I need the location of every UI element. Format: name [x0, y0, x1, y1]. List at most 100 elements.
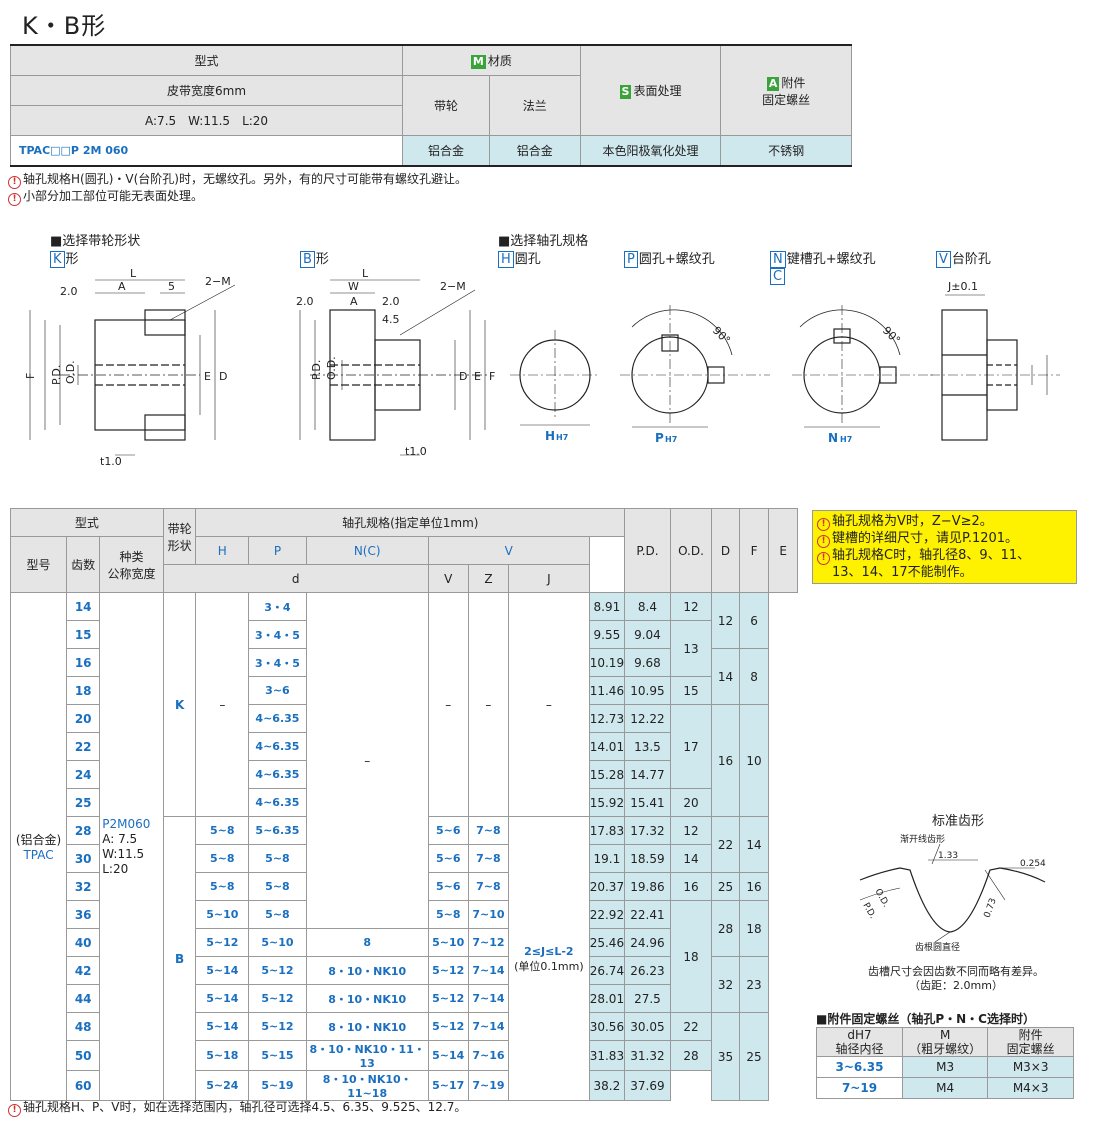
f-header: F [738, 508, 770, 593]
n-cell-dash: – [305, 592, 429, 929]
svg-text:O.D.: O.D. [64, 360, 77, 384]
kind-line: L:20 [102, 861, 129, 876]
p-cell: 3・4・5 [248, 620, 307, 649]
teeth-cell: 16 [66, 648, 101, 677]
e-cell: 18 [738, 900, 770, 957]
e-cell: 6 [738, 592, 770, 649]
yellow-notes: !轴孔规格为V时，Z−V≥2。 !键槽的详细尺寸，请见P.1201。 !轴孔规格… [812, 510, 1077, 584]
svg-text:D: D [219, 370, 227, 383]
e-cell: 8 [738, 648, 770, 705]
teeth-cell: 20 [66, 704, 101, 733]
kind-line: A: 7.5 [102, 831, 138, 846]
z-cell: 7~8 [467, 816, 510, 845]
tooth-profile-drawing: 渐开线齿形 1.33 0.254 0.73 P.D. O.D. 齿根圆直径 [859, 833, 1046, 953]
e-cell: 16 [738, 872, 770, 901]
material-tag: M [470, 55, 486, 69]
model-material: (铝合金) [15, 833, 62, 847]
teeth-cell: 25 [66, 788, 101, 817]
v-cell: 5~14 [427, 1040, 469, 1071]
od-cell: 18.59 [624, 844, 671, 873]
h-cell: 5~8 [195, 872, 250, 901]
v-cell-dash: – [427, 592, 469, 817]
d-cell: 14 [669, 844, 713, 873]
p-header: P [248, 536, 307, 565]
tooth-notes: 齿槽尺寸会因齿数不同而略有差异。 （齿距：2.0mm） [868, 965, 1044, 992]
svg-text:F: F [24, 373, 37, 379]
svg-text:F: F [489, 370, 495, 383]
n-cell: 8・10・NK10・11・13 [305, 1040, 429, 1071]
teeth-cell: 15 [66, 620, 101, 649]
caution-icon: ! [817, 552, 830, 565]
n-cell: 8・10・NK10 [305, 956, 429, 985]
model-header: 型号 [9, 536, 68, 593]
d-cell: 12 [669, 592, 713, 621]
svg-text:L: L [362, 267, 369, 280]
z-cell: 7~8 [467, 844, 510, 873]
od-cell: 26.23 [624, 956, 671, 985]
bore-section-title: ■选择轴孔规格 [498, 234, 589, 249]
kind-line: P2M060 [102, 816, 151, 831]
pd-cell: 12.73 [588, 704, 626, 733]
p-cell: 4~6.35 [248, 704, 307, 733]
pulley-material: 铝合金 [402, 135, 490, 167]
svg-text:0.73: 0.73 [983, 897, 999, 919]
v-cell: 5~17 [427, 1070, 469, 1101]
svg-text:E: E [474, 370, 481, 383]
h-cell: 5~18 [195, 1040, 250, 1071]
screw-d-2: 7~19 [816, 1077, 903, 1099]
f-cell: 12 [711, 592, 740, 649]
z-cell: 7~10 [467, 900, 510, 929]
od-cell: 27.5 [624, 984, 671, 1013]
od-cell: 31.32 [624, 1040, 671, 1071]
svg-text:D: D [459, 370, 467, 383]
j-cell: 2≤J≤L-2(单位0.1mm) [508, 816, 590, 1101]
f-cell: 16 [711, 704, 740, 817]
v-bore-drawing [930, 294, 1060, 441]
screw-m-1: M3 [901, 1056, 989, 1078]
svg-text:90°: 90° [710, 324, 733, 347]
j-sub-header: J [508, 564, 590, 593]
p-cell: 5~19 [248, 1070, 307, 1101]
p-cell: 3・4・5 [248, 648, 307, 677]
h-cell-dash: – [195, 592, 250, 817]
d-cell: 20 [669, 788, 713, 817]
d-cell: 28 [669, 1040, 713, 1071]
screw-title: ■附件固定螺丝（轴孔P・N・C选择时） [816, 1012, 1035, 1026]
v-cell: 5~6 [427, 844, 469, 873]
model-cell: (铝合金)TPAC [9, 592, 68, 1101]
pd-cell: 15.92 [588, 788, 626, 817]
type-header: 型式 [9, 44, 404, 76]
teeth-cell: 30 [66, 844, 101, 873]
f-cell: 32 [711, 956, 740, 1013]
teeth-cell: 36 [66, 900, 101, 929]
pd-cell: 25.46 [588, 928, 626, 957]
d-cell: 15 [669, 676, 713, 705]
svg-text:2−M: 2−M [205, 275, 231, 288]
od-cell: 9.04 [624, 620, 671, 649]
e-header: E [768, 508, 798, 593]
screw-a-1: M3×3 [987, 1056, 1074, 1078]
svg-text:1.33: 1.33 [938, 851, 958, 861]
pd-cell: 14.01 [588, 732, 626, 761]
n-cell: 8 [305, 928, 429, 957]
d-cell: 12 [669, 816, 713, 845]
svg-text:P.D.: P.D. [50, 365, 63, 385]
svg-text:2.0: 2.0 [382, 295, 400, 308]
